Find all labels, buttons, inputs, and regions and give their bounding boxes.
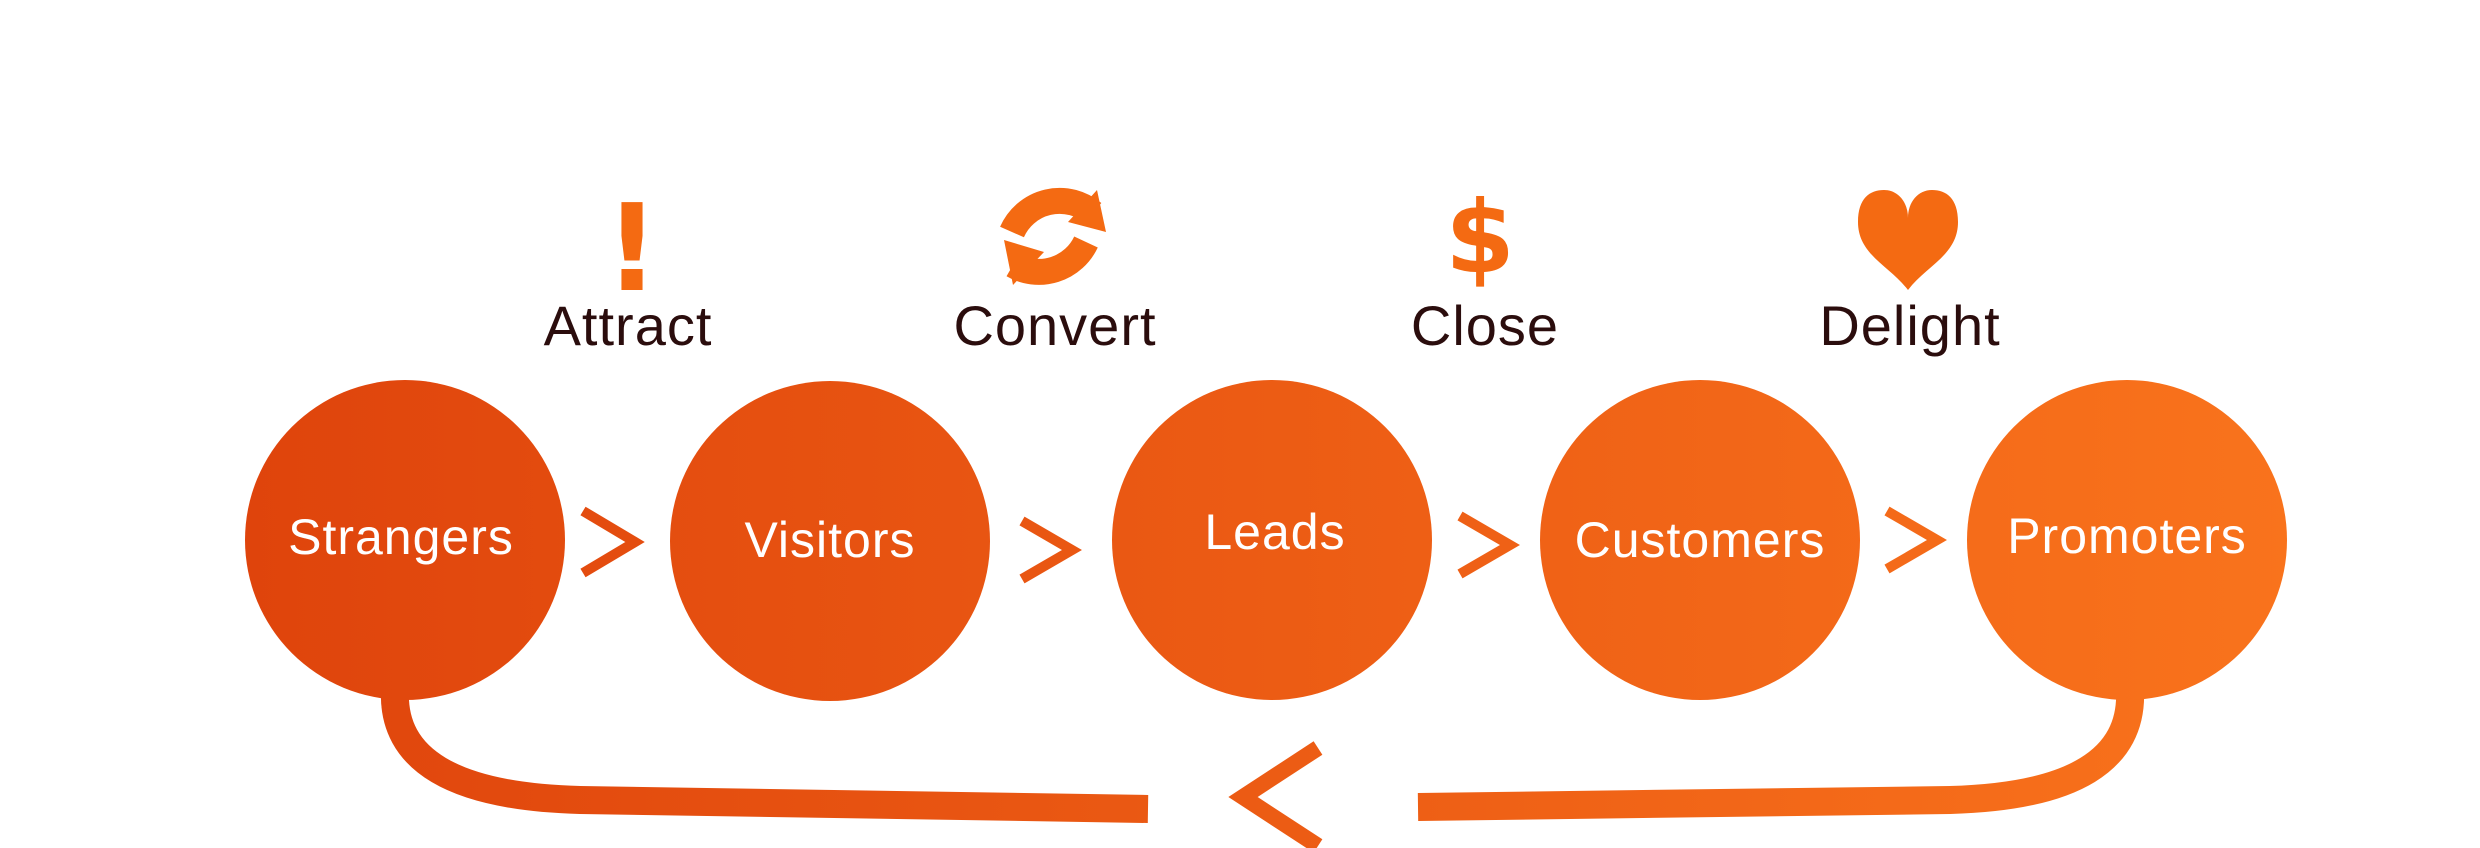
return-arrow-left: [1228, 741, 1323, 848]
stage-close-icon: $: [1445, 179, 1515, 296]
refresh-arrowhead-bottom: [1004, 240, 1044, 285]
node-circle-promoters: [1967, 380, 2287, 700]
node-label-promoters: Promoters: [2007, 508, 2247, 564]
return-loop-left-path: [380, 689, 1149, 823]
arrow-customers-to-promoters: [1884, 506, 1947, 574]
dollar-icon: $: [1445, 179, 1515, 296]
node-label-strangers: Strangers: [288, 509, 514, 565]
stage-attract-icon: !: [605, 180, 660, 319]
stage-label-convert: Convert: [953, 294, 1156, 357]
stage-label-attract: Attract: [544, 294, 713, 357]
node-label-customers: Customers: [1575, 512, 1826, 568]
exclamation-icon: !: [605, 180, 660, 319]
refresh-arrowhead-top: [1068, 190, 1106, 232]
node-circle-visitors: [670, 381, 990, 701]
heart-icon: [1858, 190, 1958, 290]
arrow-strangers-to-visitors: [580, 506, 645, 578]
node-customers: Customers: [1540, 380, 1860, 700]
forward-arrows: [580, 506, 1947, 584]
node-visitors: Visitors: [670, 381, 990, 701]
return-loop: [380, 689, 2145, 848]
node-label-leads: Leads: [1204, 504, 1345, 560]
arrow-leads-to-customers: [1457, 511, 1520, 579]
refresh-arrows-icon: [1000, 187, 1106, 285]
node-circle-strangers: [245, 380, 565, 700]
arrow-visitors-to-leads: [1019, 516, 1082, 584]
stage-label-delight: Delight: [1819, 294, 2000, 357]
node-circle-leads: [1112, 380, 1432, 700]
node-label-visitors: Visitors: [744, 512, 915, 568]
node-promoters: Promoters: [1967, 380, 2287, 700]
heart-shape: [1858, 190, 1958, 290]
node-leads: Leads: [1112, 380, 1432, 700]
node-strangers: Strangers: [245, 380, 565, 700]
stage-label-close: Close: [1411, 294, 1559, 357]
node-circle-customers: [1540, 380, 1860, 700]
return-loop-right-path: [1417, 689, 2145, 821]
